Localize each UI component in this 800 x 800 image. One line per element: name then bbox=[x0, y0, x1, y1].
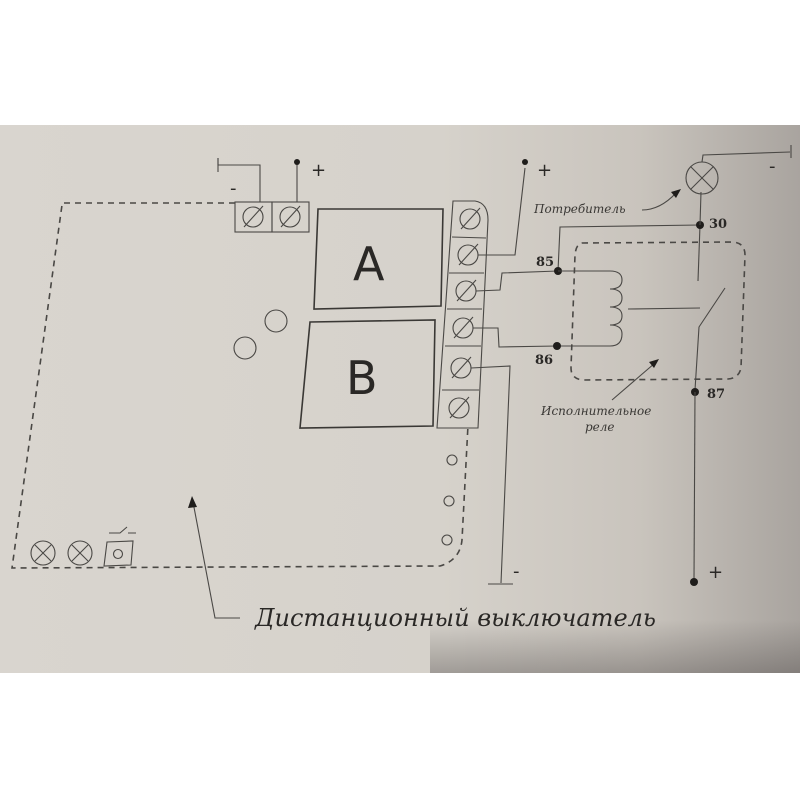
ground-wire bbox=[217, 158, 261, 202]
mounting-hole-icon bbox=[446, 454, 458, 466]
battery-plus-wire bbox=[693, 391, 696, 581]
relay-coil-icon bbox=[557, 270, 623, 347]
plus-node bbox=[294, 159, 300, 165]
relay-label-line2: реле bbox=[585, 420, 615, 434]
minus-sign: - bbox=[230, 178, 237, 199]
wire-to-pin-86 bbox=[473, 327, 558, 348]
ground-wire bbox=[470, 365, 511, 584]
block-a bbox=[313, 208, 444, 310]
contact-30-line bbox=[697, 224, 701, 282]
screw-terminal-icon bbox=[448, 396, 470, 419]
battery-plus-sign: + bbox=[708, 562, 723, 583]
pin-85-label: 85 bbox=[536, 255, 554, 270]
lamp-ground-wire bbox=[701, 151, 791, 163]
plus-sign: + bbox=[311, 160, 326, 181]
push-button-icon bbox=[103, 526, 136, 567]
block-a-label: A bbox=[353, 237, 385, 291]
pin-86-label: 86 bbox=[535, 353, 553, 368]
arrowhead-icon bbox=[188, 496, 197, 508]
device-pointer-line bbox=[192, 501, 240, 619]
wire-to-pin-85 bbox=[475, 270, 559, 292]
ground-minus-sign: - bbox=[513, 561, 520, 582]
pin-30-label: 30 bbox=[709, 217, 727, 232]
relay-label-line1: Исполнительное bbox=[540, 404, 651, 418]
screw-terminal-icon bbox=[455, 279, 477, 302]
mounting-hole-icon bbox=[441, 534, 453, 546]
block-b-label: B bbox=[346, 351, 378, 405]
paper-shadow bbox=[430, 620, 800, 673]
pin-86-node bbox=[553, 342, 561, 350]
screw-terminal-icon bbox=[459, 207, 481, 230]
screw-terminal-icon bbox=[279, 205, 301, 228]
block-b bbox=[299, 319, 436, 429]
consumer-lamp-icon bbox=[685, 161, 719, 195]
consumer-minus-sign: - bbox=[769, 156, 776, 177]
device-outline bbox=[11, 202, 469, 569]
plus-node bbox=[522, 159, 528, 165]
armature-link bbox=[627, 307, 701, 310]
indicator-led-icon bbox=[233, 336, 257, 360]
arrowhead-icon bbox=[671, 189, 681, 198]
relay-pointer-arrow bbox=[611, 362, 656, 401]
plus-sign-top: + bbox=[537, 160, 552, 181]
screw-terminal-icon bbox=[242, 205, 264, 228]
indicator-led-icon bbox=[264, 309, 288, 333]
plus-supply-wire bbox=[478, 167, 526, 256]
arrowhead-icon bbox=[649, 359, 659, 368]
screw-terminal-icon bbox=[457, 243, 479, 266]
battery-plus-node bbox=[690, 578, 698, 586]
pin-87-label: 87 bbox=[707, 387, 725, 402]
power-terminal-block bbox=[217, 158, 310, 233]
mounting-hole-icon bbox=[443, 495, 455, 507]
consumer-pointer-arrow bbox=[641, 192, 677, 211]
lamp-wire bbox=[699, 191, 702, 226]
wire-85-to-30 bbox=[557, 224, 701, 272]
diagram-title: Дистанционный выключатель bbox=[254, 604, 656, 632]
lamp-indicator-icon bbox=[67, 540, 93, 566]
paper-background bbox=[0, 125, 800, 673]
screw-terminal-icon bbox=[452, 316, 474, 339]
relay-outline bbox=[570, 241, 746, 381]
relay-switch-icon bbox=[694, 287, 726, 391]
terminal-strip bbox=[436, 200, 489, 429]
consumer-label: Потребитель bbox=[533, 202, 626, 216]
screw-terminal-icon bbox=[450, 356, 472, 379]
lamp-indicator-icon bbox=[30, 540, 56, 566]
